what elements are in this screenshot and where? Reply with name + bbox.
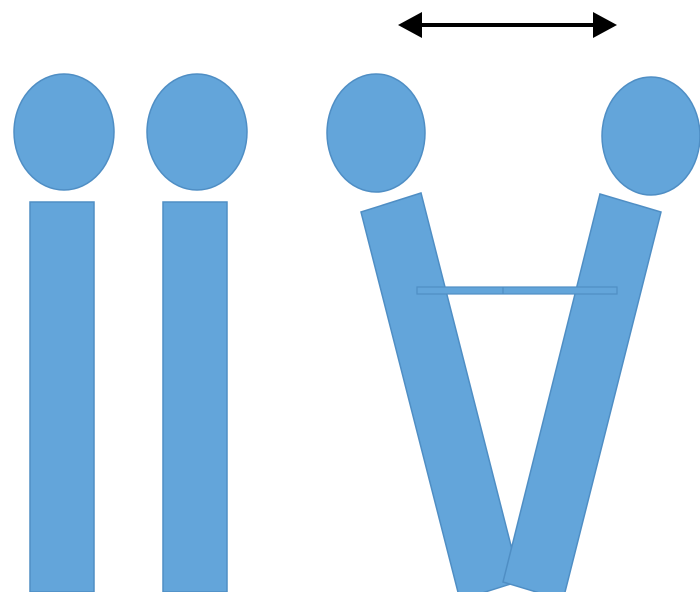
figure-2-body xyxy=(162,201,228,592)
spread-arrow xyxy=(398,12,617,38)
figure-2-head xyxy=(146,73,248,191)
spread-arrow-right-head xyxy=(593,12,617,38)
figure-3-head xyxy=(326,73,426,193)
figure-1-body xyxy=(29,201,95,592)
figure-2 xyxy=(146,73,248,592)
crossbar xyxy=(416,286,618,295)
figure-4-body xyxy=(502,193,662,592)
spread-arrow-left-head xyxy=(398,12,422,38)
figure-4-head xyxy=(601,76,700,196)
figure-1 xyxy=(13,73,115,592)
figure-4 xyxy=(502,76,700,592)
figure-3 xyxy=(326,73,521,592)
figure-1-head xyxy=(13,73,115,191)
figure-3-body xyxy=(360,192,521,592)
crossbar-bar xyxy=(416,286,618,295)
